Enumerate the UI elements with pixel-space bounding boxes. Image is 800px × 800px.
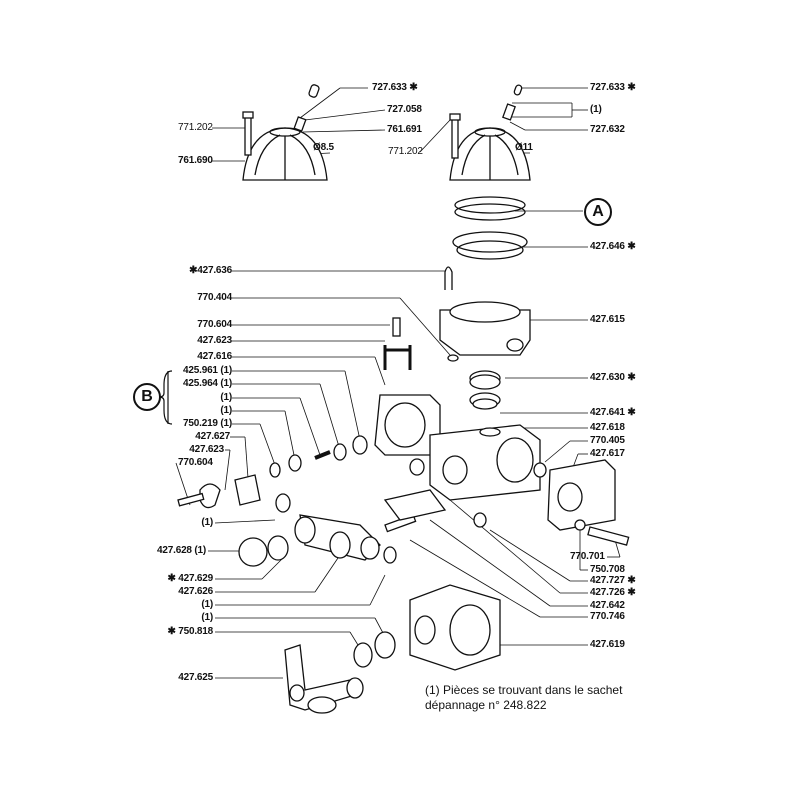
left-label: ✱ 427.629 (167, 573, 213, 584)
right-label: 750.708 (590, 564, 625, 575)
right-label: 770.746 (590, 611, 625, 622)
footnote-line-1: (1) Pièces se trouvant dans le sachet (425, 683, 623, 697)
outlet-pipe (284, 644, 364, 714)
label-771-202-left: 771.202 (178, 122, 213, 133)
piston-assembly (177, 435, 425, 513)
crankcase (429, 424, 541, 501)
footnote-line-2: dépannage n° 248.822 (425, 698, 547, 712)
lower-seals (353, 631, 396, 668)
left-label: 770.604 (178, 457, 213, 468)
left-label: (1) (220, 392, 232, 403)
label-727-633-right: 727.633 ✱ (590, 82, 636, 93)
label-diameter-8-5: Ø8.5 (313, 142, 334, 153)
left-label: 427.623 (189, 444, 224, 455)
manifold (238, 489, 487, 567)
label-727-058: 727.058 (387, 104, 422, 115)
fork-yoke (383, 317, 412, 370)
left-label: 427.627 (195, 431, 230, 442)
label-771-202-right: 771.202 (388, 146, 423, 157)
side-cover (533, 459, 630, 546)
left-label: (1) (220, 405, 232, 416)
label-kit-note: (1) (590, 104, 602, 115)
left-label: 427.616 (197, 351, 232, 362)
left-label: (1) (201, 517, 213, 528)
pump-head-dome-left (242, 84, 328, 181)
label-727-632: 727.632 (590, 124, 625, 135)
pump-head-dome-right (449, 84, 531, 181)
right-label: 427.619 (590, 639, 625, 650)
label-727-633-left: 727.633 ✱ (372, 82, 418, 93)
left-label: 750.219 (1) (183, 418, 232, 429)
cylinder-housing (374, 394, 441, 456)
right-label: 770.701 (570, 551, 605, 562)
left-label: 427.623 (197, 335, 232, 346)
right-label: 427.727 ✱ (590, 575, 636, 586)
right-label: 427.630 ✱ (590, 372, 636, 383)
left-label: 770.604 (197, 319, 232, 330)
diaphragm-parts (444, 196, 528, 362)
left-label: 425.961 (1) (183, 365, 232, 376)
left-label: 770.404 (197, 292, 232, 303)
label-761-691: 761.691 (387, 124, 422, 135)
left-label: 427.625 (178, 672, 213, 683)
leader-lines (167, 87, 621, 679)
left-label: (1) (201, 612, 213, 623)
label-761-690: 761.690 (178, 155, 213, 166)
valve-body (439, 301, 531, 356)
label-diameter-11: Ø11 (515, 142, 533, 153)
left-label: 427.626 (178, 586, 213, 597)
right-label: 427.615 (590, 314, 625, 325)
left-label: ✱427.636 (189, 265, 232, 276)
lower-housing (409, 584, 501, 671)
seal-rings (469, 370, 501, 410)
right-label: 427.618 (590, 422, 625, 433)
callout-a: A (584, 198, 612, 226)
left-label: 425.964 (1) (183, 378, 232, 389)
kit-footnote: (1) Pièces se trouvant dans le sachet dé… (425, 683, 622, 713)
right-label: 427.617 (590, 448, 625, 459)
right-label: 770.405 (590, 435, 625, 446)
left-label: ✱ 750.818 (167, 626, 213, 637)
right-label: 427.726 ✱ (590, 587, 636, 598)
left-label: (1) (201, 599, 213, 610)
right-label: 427.642 (590, 600, 625, 611)
left-label: 427.628 (1) (157, 545, 206, 556)
right-label: 427.641 ✱ (590, 407, 636, 418)
right-label: 427.646 ✱ (590, 241, 636, 252)
